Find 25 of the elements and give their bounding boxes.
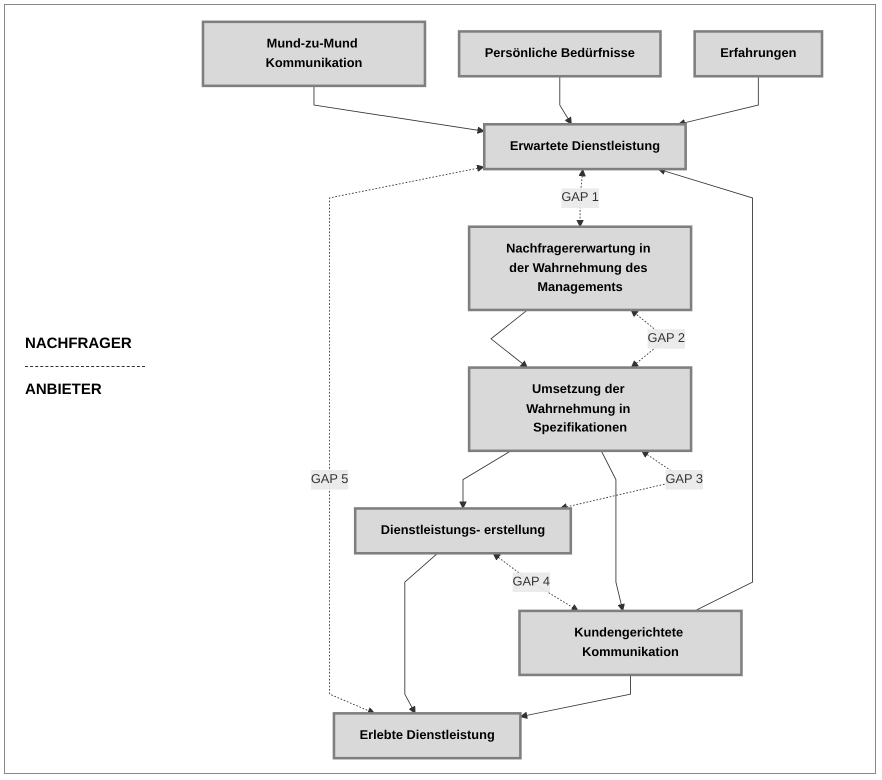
edge-label: GAP 5 <box>310 472 348 486</box>
edge-label: GAP 3 <box>665 472 703 486</box>
edge-label: GAP 1 <box>561 190 599 205</box>
node-box: Erlebte Dienstleistung <box>332 712 522 760</box>
node-box: Erwartete Dienstleistung <box>482 123 687 170</box>
edge-label: GAP 4 <box>512 574 550 589</box>
arrow <box>314 85 485 134</box>
arrow <box>490 310 528 368</box>
arrow <box>459 450 512 509</box>
region-label: NACHFRAGER <box>25 335 133 352</box>
arrow <box>520 674 631 719</box>
node-box: Mund-zu-Mund Kommunikation <box>202 20 426 88</box>
node-box: Dienstleistungs- erstellung <box>354 507 572 555</box>
arrow <box>492 553 579 612</box>
node-box: Persönliche Bedürfnisse <box>458 30 662 78</box>
arrow <box>404 552 438 714</box>
arrow <box>600 450 625 612</box>
region-label: ANBIETER <box>25 381 103 398</box>
arrow <box>329 164 484 714</box>
node-box: Kundengerichtete Kommunikation <box>518 610 743 676</box>
node-box: Umsetzung der Wahrnehmung in Spezifikationen <box>468 366 692 452</box>
node-box: Nachfragererwartung in der Wahrnehmung des Managements <box>468 225 692 312</box>
edge-label: GAP 2 <box>648 330 686 346</box>
node-box: Erfahrungen <box>693 30 824 78</box>
arrow <box>559 76 572 125</box>
